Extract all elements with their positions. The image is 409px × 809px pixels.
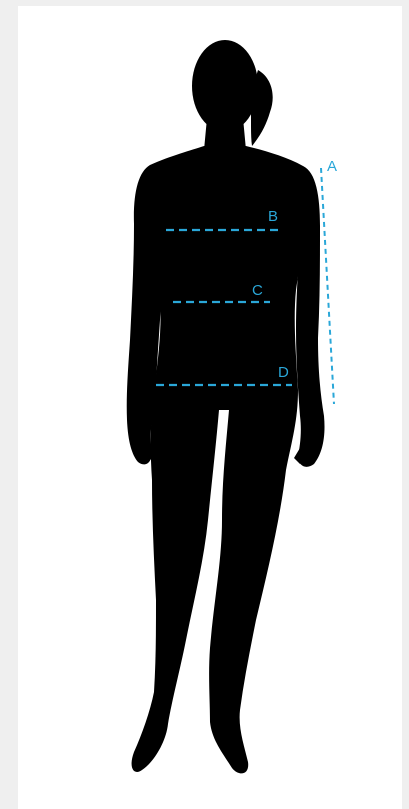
measure-label-b: B [268, 208, 278, 225]
measure-line-a [321, 168, 334, 404]
silhouette-icon [127, 40, 325, 773]
measure-label-a: A [327, 158, 337, 175]
measure-label-c: C [252, 282, 263, 299]
measure-label-d: D [278, 364, 289, 381]
